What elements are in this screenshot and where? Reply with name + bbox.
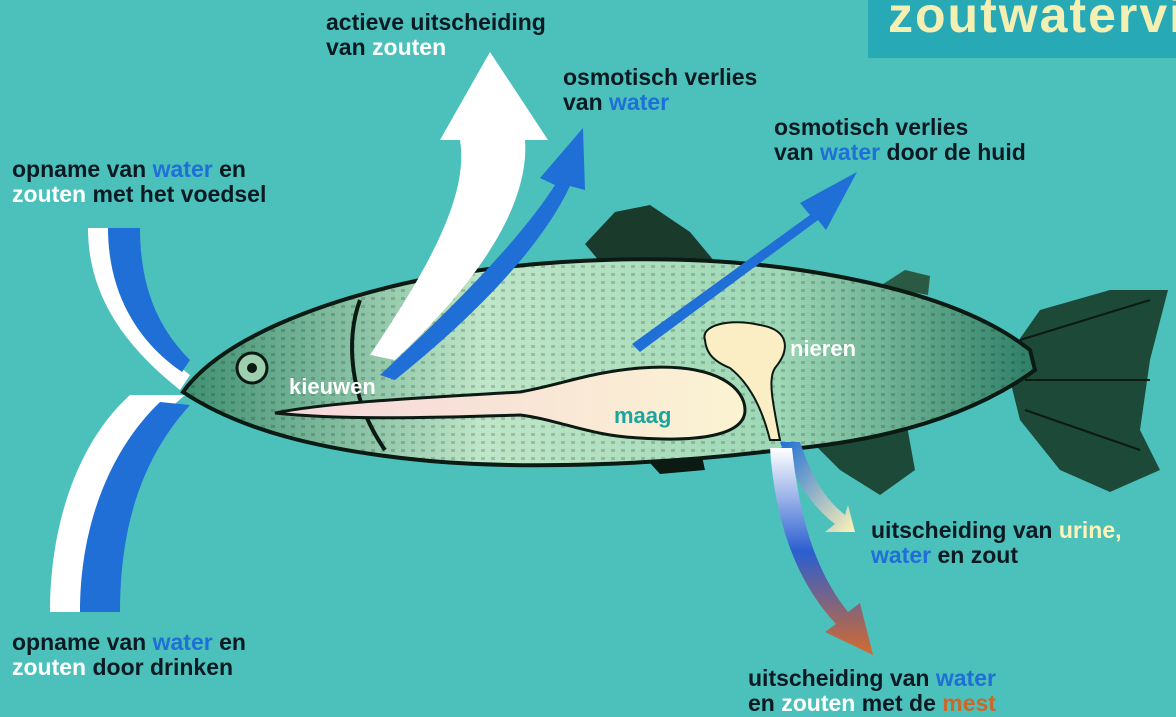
page-title: zoutwatervi [888,0,1176,44]
dorsal-fin [585,205,715,262]
organ-label-stomach: maag [614,403,671,429]
label-osmotic-water-loss: osmotisch verlies van water [563,65,757,115]
label-intake-by-drinking: opname van water en zouten door drinken [12,630,246,680]
label-urine-excretion: uitscheiding van urine, water en zout [871,518,1122,568]
title-banner: zoutwatervi [868,0,1176,58]
label-osmotic-water-loss-skin: osmotisch verlies van water door de huid [774,115,1026,165]
label-intake-with-food: opname van water en zouten met het voeds… [12,157,266,207]
organ-label-gills: kieuwen [289,374,376,400]
label-feces-excretion: uitscheiding van water en zouten met de … [748,666,996,716]
label-active-salt-secretion: actieve uitscheiding van zouten [326,10,546,60]
organ-label-kidneys: nieren [790,336,856,362]
